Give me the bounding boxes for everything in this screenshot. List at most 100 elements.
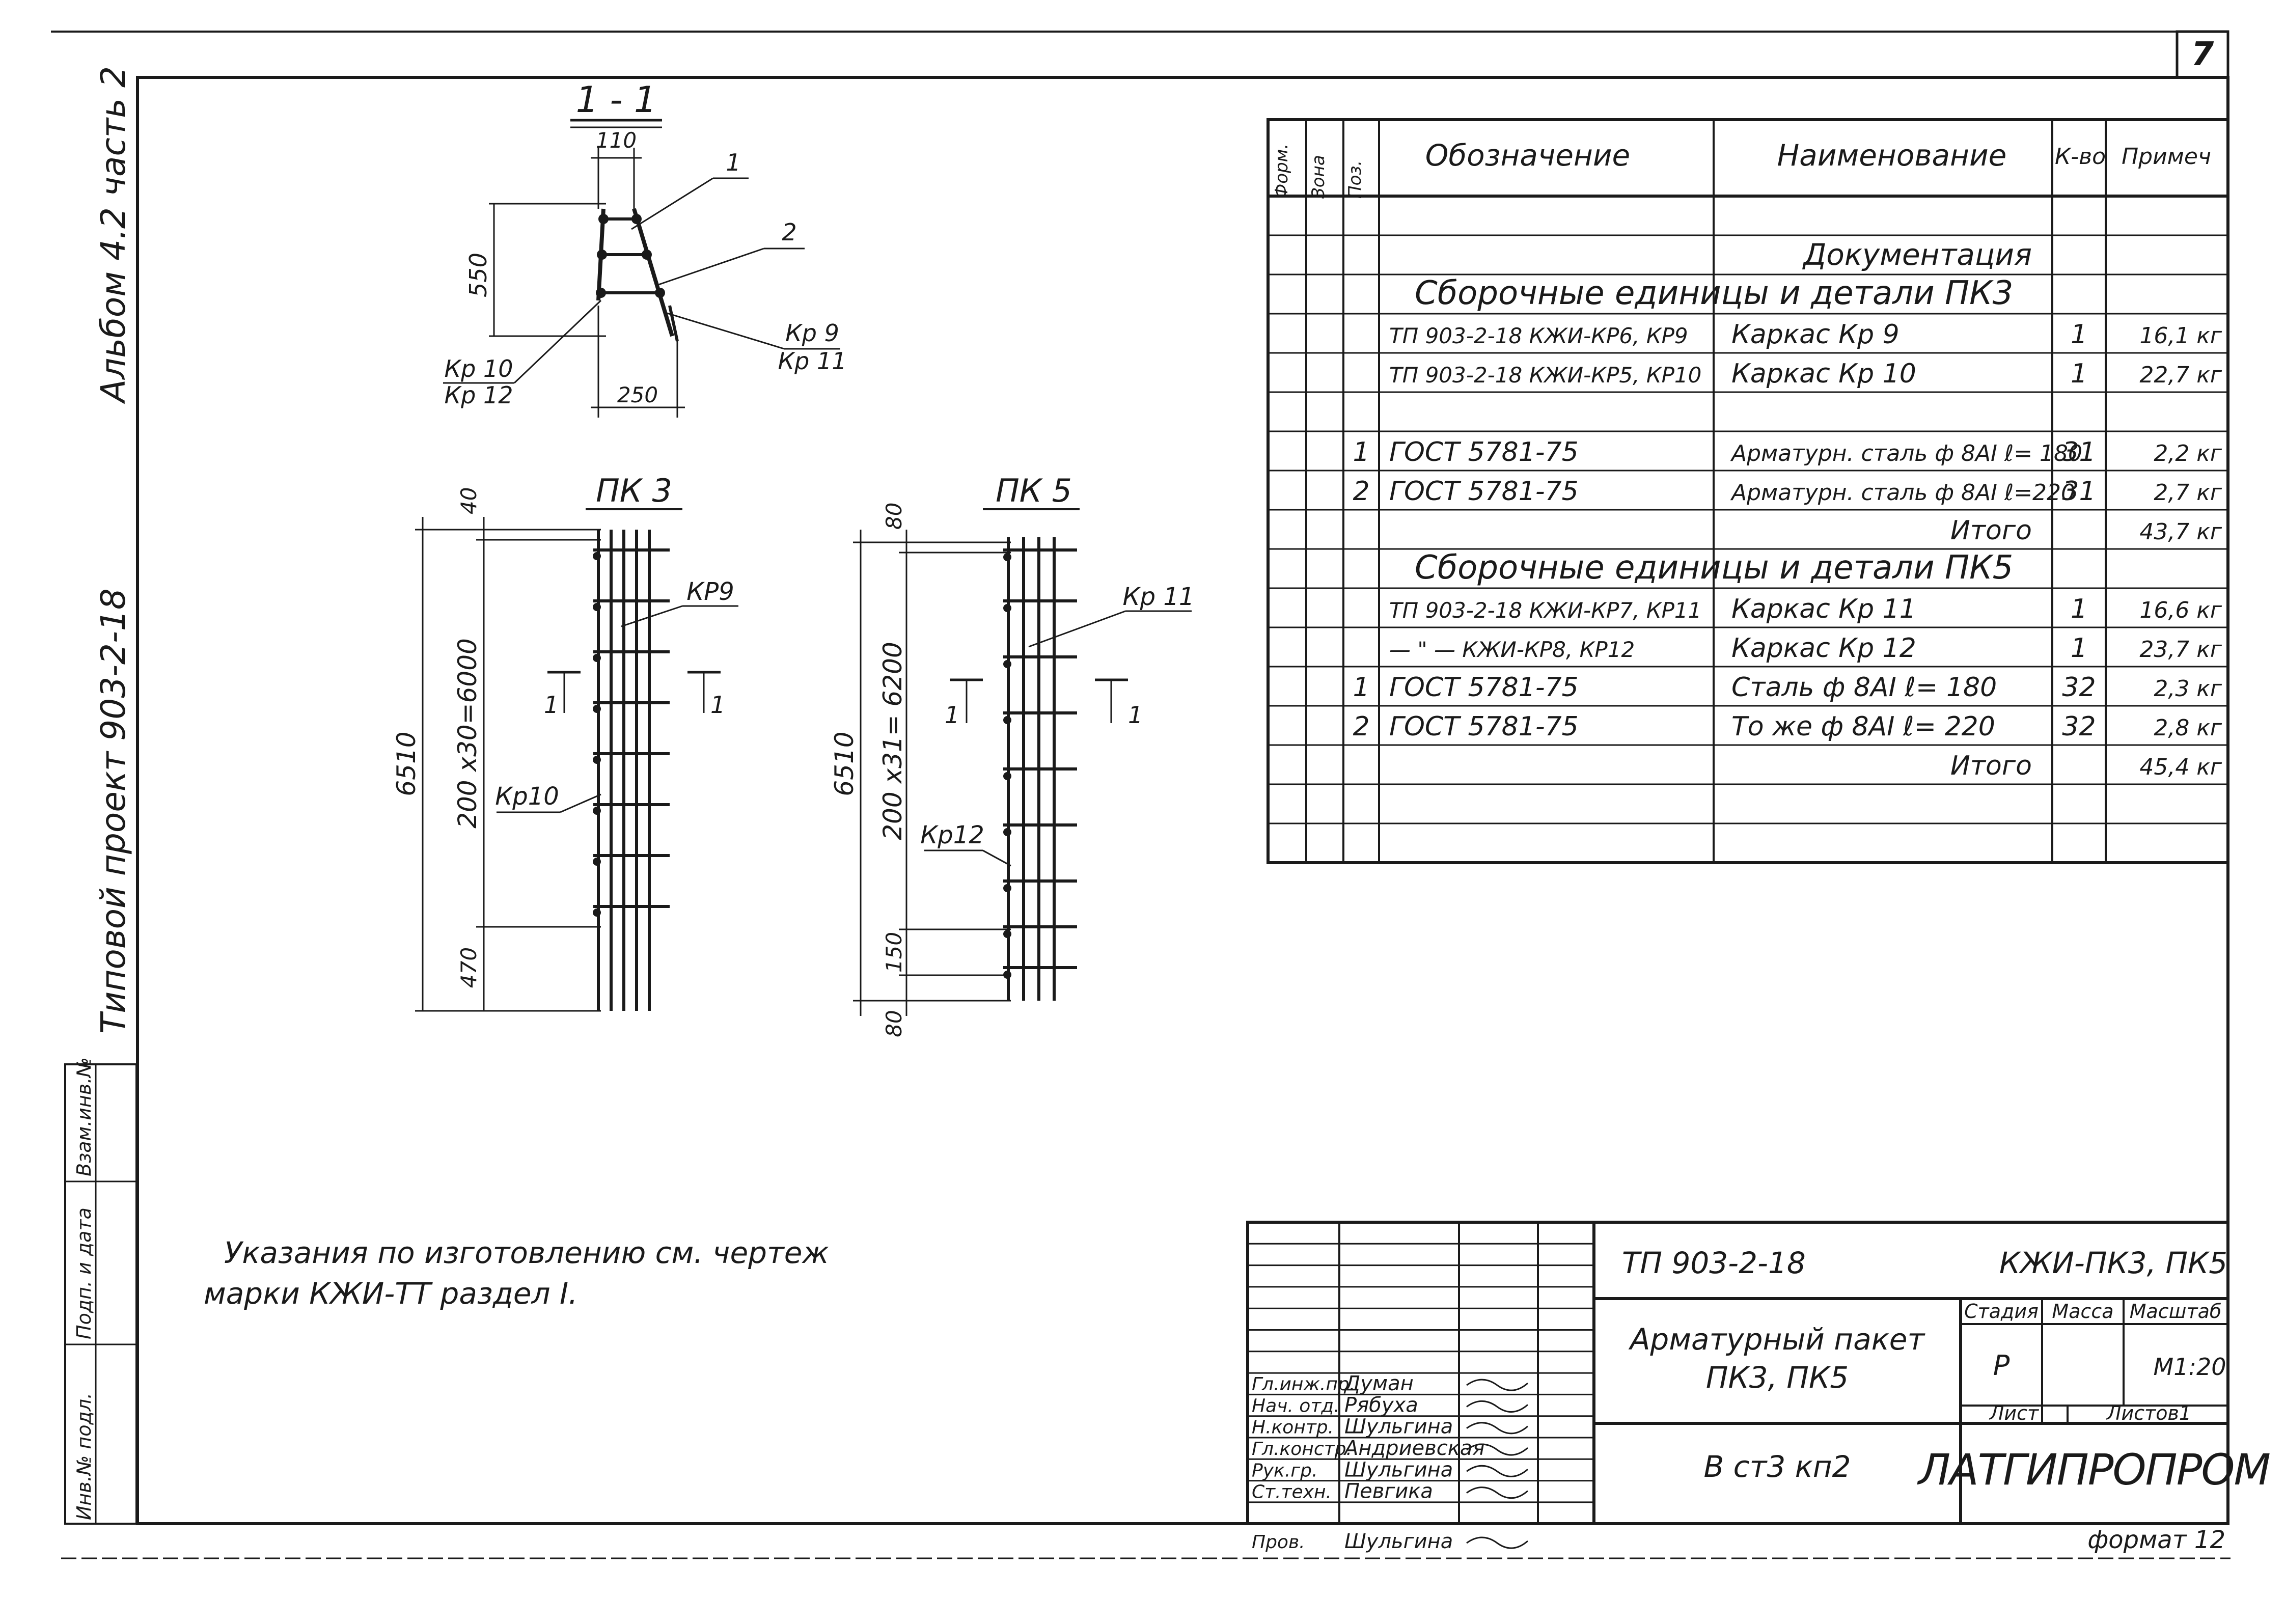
bar-node — [1003, 930, 1011, 938]
pk3-label-kr9: КР9 — [686, 577, 734, 606]
signature-row: Нач. отд.Рябуха — [1252, 1393, 1528, 1417]
table-cell: ТП 903-2-18 КЖИ-КР7, КР11 — [1389, 598, 1701, 623]
signer-name: Шульгина — [1344, 1458, 1453, 1481]
signature-scribble — [1466, 1443, 1528, 1456]
section-1-1-drawing: 1 - 1 110 550 250 1 — [443, 79, 847, 418]
table-cell: 2 — [1353, 476, 1369, 507]
tb-name-line-2: ПК3, ПК5 — [1706, 1360, 1849, 1395]
spec-header-note: Примеч — [2122, 144, 2211, 170]
table-cell: 23,7 кг — [2139, 637, 2222, 663]
table-cell: Каркас Кр 9 — [1731, 319, 1899, 350]
table-cell: Арматурн. сталь ф 8АI ℓ= 180 — [1730, 441, 2082, 466]
table-cell: Каркас Кр 11 — [1731, 594, 1916, 624]
bar-node — [593, 654, 601, 662]
side-title: Типовой проект 903-2-18 Альбом 4.2 часть… — [94, 66, 133, 1034]
bar-node — [1003, 971, 1011, 979]
tb-col-stage: Стадия — [1964, 1300, 2039, 1323]
table-cell: ГОСТ 5781-75 — [1389, 672, 1579, 703]
table-cell: 22,7 кг — [2139, 362, 2222, 388]
tb-format: формат 12 — [2087, 1526, 2225, 1554]
table-cell: 2,3 кг — [2154, 676, 2222, 702]
bar-node — [593, 756, 601, 764]
table-row: Сборочные единицы и детали ПК3 — [1415, 274, 2013, 312]
table-cell: 43,7 кг — [2139, 519, 2222, 545]
table-cell: То же ф 8АI ℓ= 220 — [1731, 711, 1995, 742]
signature-row: Ст.техн.Певгика — [1252, 1480, 1528, 1503]
section-title: 1 - 1 — [576, 79, 657, 121]
table-cell: Итого — [1950, 515, 2032, 546]
signature-row: Пров.Шульгина — [1252, 1530, 1528, 1553]
side-stamp: Инв.№ подл. Подп. и дата Взам.инв.№ — [64, 1057, 137, 1525]
pk5-label-kr11: Кр 11 — [1123, 583, 1195, 611]
signature-row: Гл.констр.Андриевская — [1252, 1437, 1528, 1460]
signature-scribble — [1466, 1379, 1528, 1391]
spec-header-pos: Поз. — [1345, 160, 1365, 199]
table-row: 2 ГОСТ 5781-75 Арматурн. сталь ф 8АI ℓ=220… — [1353, 476, 2222, 507]
pk3-dim-top: 40 — [456, 487, 481, 514]
spec-header-format: Форм. — [1272, 144, 1292, 199]
tb-stage: Р — [1993, 1350, 2010, 1382]
tb-col-scale: Масштаб — [2130, 1300, 2222, 1323]
spec-header-zone: Зона — [1308, 155, 1329, 199]
signature-row: Н.контр.Шульгина — [1252, 1415, 1528, 1439]
pk3-cut-right: 1 — [710, 691, 725, 719]
table-cell: 16,1 кг — [2139, 323, 2222, 349]
table-cell: 32 — [2062, 672, 2096, 703]
note-line-2: марки КЖИ-ТТ раздел I. — [204, 1276, 578, 1311]
table-cell: 1 — [1353, 672, 1369, 703]
table-cell: 2 — [1353, 711, 1369, 742]
table-cell: 45,4 кг — [2139, 754, 2222, 780]
table-row: Документация — [1802, 237, 2032, 272]
pk3-dim-total: 6510 — [392, 731, 421, 796]
bar-node — [593, 807, 601, 815]
signer-name: Шульгина — [1344, 1415, 1453, 1439]
section-dim-height: 550 — [464, 253, 492, 297]
bar-node — [593, 552, 601, 560]
signer-role: Ст.техн. — [1252, 1482, 1332, 1503]
signature-row: Гл.инж.пр.Думан — [1252, 1372, 1528, 1395]
stamp-replace-label: Взам.инв.№ — [73, 1057, 95, 1176]
signer-name: Думан — [1343, 1372, 1414, 1395]
table-cell: 2,2 кг — [2154, 441, 2222, 466]
table-cell: Каркас Кр 12 — [1731, 633, 1916, 664]
bar-node — [593, 909, 601, 917]
signer-name: Рябуха — [1344, 1393, 1418, 1417]
signer-role: Нач. отд. — [1252, 1395, 1340, 1416]
spec-table-header: Форм. Зона Поз. Обозначение Наименование… — [1272, 138, 2211, 199]
pk3-dim-mid: 200 x30=6000 — [453, 638, 482, 829]
table-row: Сборочные единицы и детали ПК5 — [1415, 549, 2013, 587]
signature-scribble — [1466, 1465, 1528, 1477]
stamp-inv-label: Инв.№ подл. — [73, 1393, 95, 1520]
table-cell: Сборочные единицы и детали ПК5 — [1415, 549, 2013, 587]
signature-scribble — [1466, 1536, 1528, 1549]
pk3-dim-bottom: 470 — [456, 947, 481, 988]
signer-role: Гл.инж.пр. — [1252, 1374, 1355, 1395]
bar-node — [1003, 828, 1011, 836]
table-cell: 1 — [2071, 319, 2087, 350]
section-dim-top: 110 — [596, 128, 637, 153]
table-cell: ГОСТ 5781-75 — [1389, 476, 1579, 507]
stamp-sign-label: Подп. и дата — [73, 1207, 95, 1339]
table-cell: ТП 903-2-18 КЖИ-КР5, КР10 — [1389, 363, 1701, 388]
spec-header-designation: Обозначение — [1425, 138, 1630, 173]
table-cell: Арматурн. сталь ф 8АI ℓ=220 — [1730, 480, 2075, 506]
side-title-album: Альбом 4.2 часть 2 — [94, 66, 133, 404]
pk3-title: ПК 3 — [596, 472, 672, 509]
spec-table-grid — [1267, 118, 2229, 864]
pk5-title: ПК 5 — [996, 472, 1072, 509]
signer-role: Рук.гр. — [1252, 1460, 1317, 1481]
specification-table: Форм. Зона Поз. Обозначение Наименование… — [1267, 118, 2229, 864]
section-callout-kr9: Кр 9 — [785, 319, 839, 347]
table-cell: 32 — [2062, 711, 2096, 742]
signer-role: Пров. — [1252, 1532, 1305, 1553]
tb-name-line-1: Арматурный пакет — [1628, 1322, 1926, 1357]
tb-sheet-label: Лист — [1989, 1402, 2040, 1424]
pk3-label-kr10: Кр10 — [495, 782, 559, 811]
table-cell: Сталь ф 8АI ℓ= 180 — [1731, 672, 1997, 703]
